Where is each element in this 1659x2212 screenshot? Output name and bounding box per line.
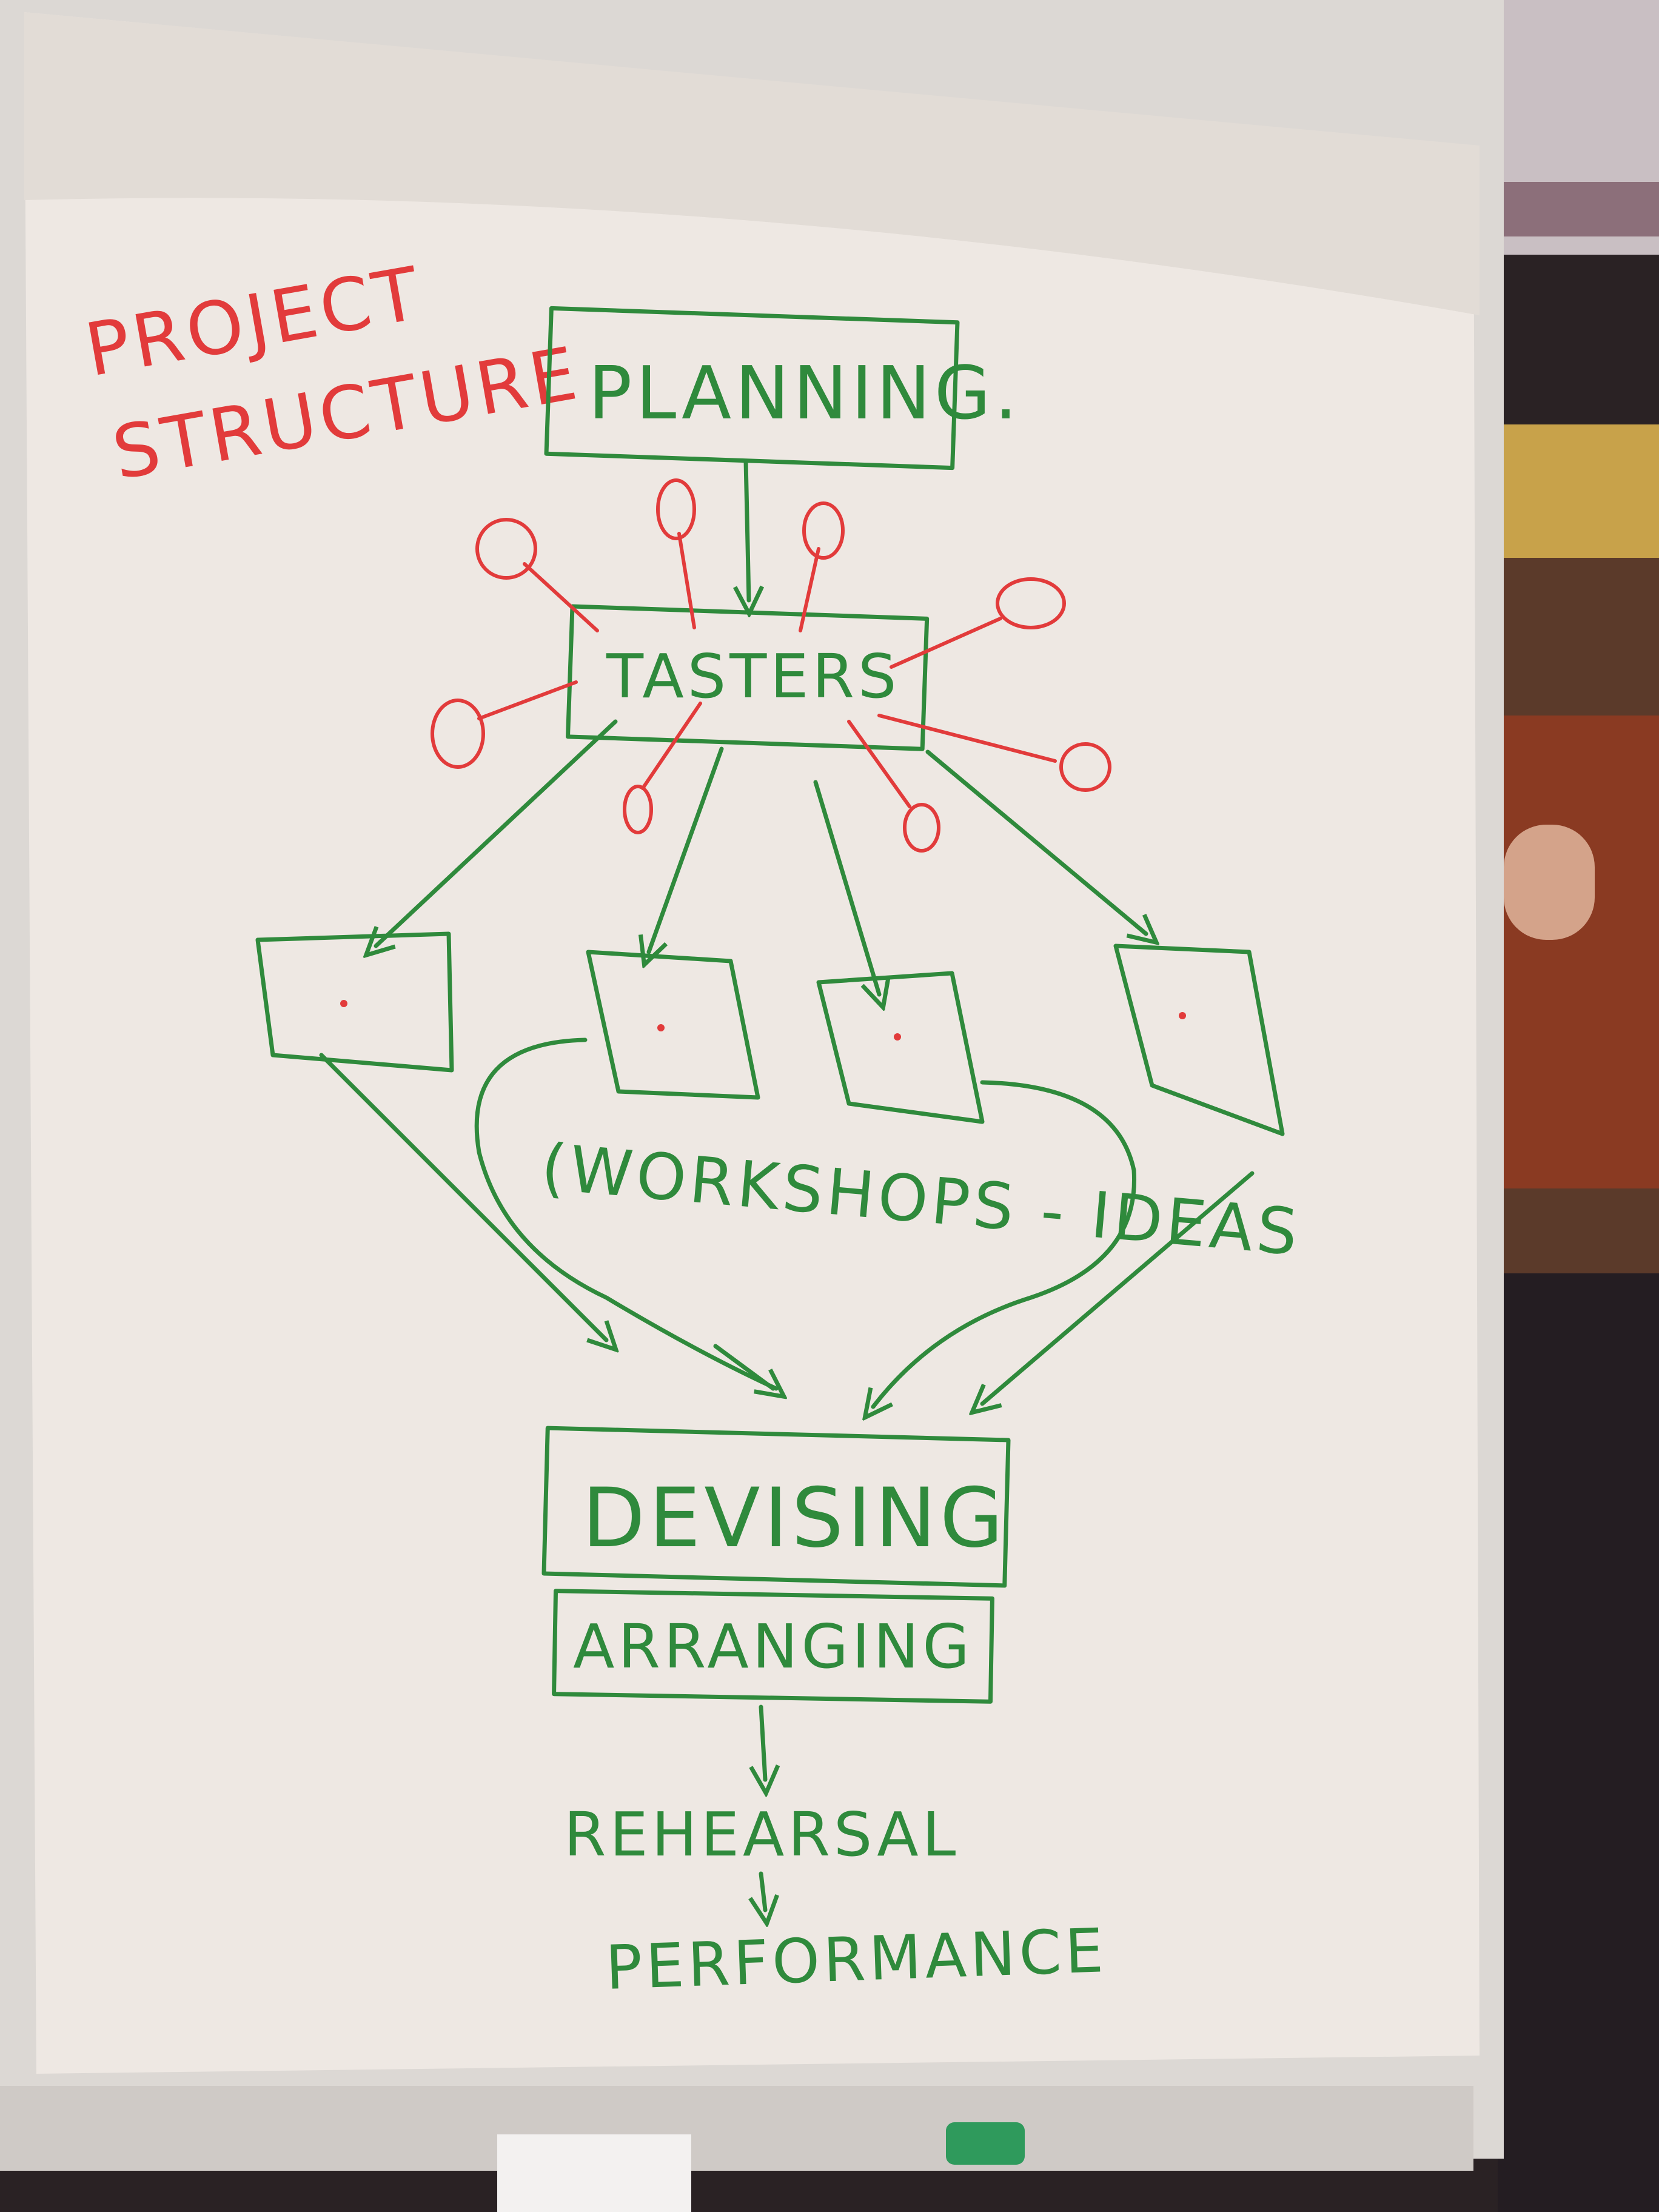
taster-spokes	[431, 478, 1111, 853]
arrow-tasters-to-box-1	[376, 719, 618, 946]
arrow-tasters-to-box-2	[649, 746, 724, 952]
workshops-loop	[474, 1037, 779, 1391]
workshop-box	[586, 950, 760, 1100]
performance-label: PERFORMANCE	[605, 1915, 1108, 2003]
paper-scrap	[497, 2134, 691, 2212]
paper-roll-top	[24, 12, 1480, 315]
spoke-line	[877, 714, 1057, 763]
workshop-box	[816, 971, 985, 1124]
arranging-box	[552, 1589, 994, 1704]
flipchart-paper	[24, 12, 1480, 2074]
arrow-loop-to-devising	[713, 1344, 773, 1389]
guitar-body	[1498, 716, 1659, 1188]
planning-box	[544, 306, 960, 471]
spoke-balloon	[1059, 742, 1111, 792]
rehearsal-label: REHEARSAL	[564, 1799, 959, 1870]
spoke-line	[477, 680, 578, 720]
arrow-box-1-to-devising	[319, 1053, 606, 1340]
wooden-wall	[1492, 424, 1659, 582]
workshop-box-dot	[340, 1000, 347, 1007]
workshop-box-dot	[657, 1024, 665, 1031]
spoke-line	[523, 562, 599, 632]
arranging-label: ARRANGING	[573, 1611, 973, 1682]
spoke-balloon	[996, 577, 1066, 629]
spoke-balloon	[802, 501, 845, 560]
devising-label: DEVISING	[582, 1470, 1007, 1566]
spoke-line	[890, 617, 1002, 669]
marker-cap	[946, 2122, 1025, 2165]
arrow-tasters-to-box-4	[925, 749, 1146, 934]
spoke-balloon	[475, 518, 537, 580]
workshop-box	[255, 931, 454, 1073]
spoke-balloon	[623, 785, 653, 834]
workshops-loop-right	[873, 1080, 1137, 1407]
spoke-line	[799, 547, 820, 632]
arrow-arranging-to-rehearsal	[761, 1704, 765, 1780]
tasters-label: TASTERS	[606, 641, 900, 712]
workshop-box	[1113, 943, 1285, 1136]
workshop-box-dot	[1179, 1012, 1186, 1019]
spoke-line	[677, 532, 696, 629]
devising-box	[541, 1426, 1011, 1588]
planning-label: PLANNING.	[588, 352, 1021, 436]
workshop-boxes	[255, 931, 1285, 1136]
arrow-planning-to-tasters	[746, 458, 749, 600]
tasters-box	[566, 604, 930, 751]
arrow-box-4-to-devising	[982, 1171, 1255, 1404]
easel-tray	[0, 2086, 1473, 2171]
workshop-box-dot	[894, 1033, 901, 1041]
spoke-line	[847, 720, 911, 808]
spoke-balloon	[903, 803, 940, 853]
arrow-rehearsal-to-performance	[761, 1871, 765, 1910]
spoke-balloon	[656, 478, 696, 540]
person-hand	[1504, 825, 1595, 940]
person-lower	[1498, 1273, 1659, 2212]
spoke-balloon	[431, 699, 485, 769]
spoke-line	[641, 702, 702, 790]
arrow-tasters-to-box-3	[813, 780, 879, 994]
